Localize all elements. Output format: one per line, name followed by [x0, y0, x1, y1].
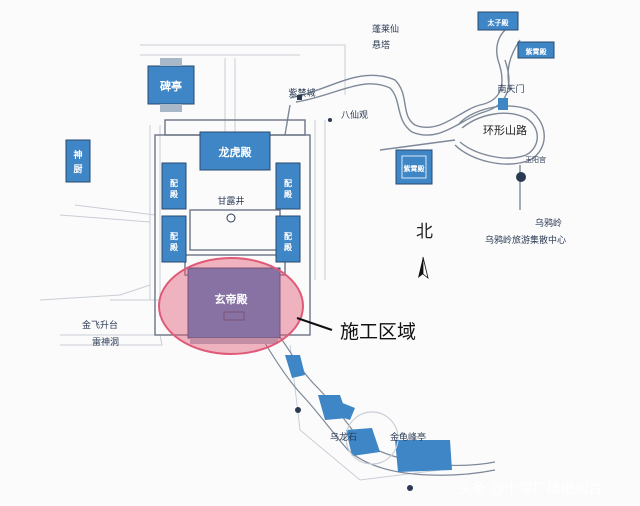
construction-highlight [158, 257, 304, 355]
longhu-label: 龙虎殿 [218, 145, 253, 159]
background-outlines [39, 44, 441, 481]
peidian-left-1-label-2: 殿 [169, 189, 179, 199]
right-small-label: 紫霄殿 [404, 164, 426, 173]
watermark: 头条 @十堰广播电视台 [458, 480, 602, 497]
building-peidian-right-2 [275, 215, 301, 263]
ferry1-label: 乌鸦岭 [535, 217, 562, 229]
markers [295, 95, 413, 491]
upper-mid-label: 蓬莱仙 [372, 23, 399, 35]
gate-small [498, 98, 508, 110]
building-top-2 [517, 41, 555, 59]
peidian-right-2-label: 配 [284, 232, 292, 241]
pa-label: 八仙观 [341, 109, 368, 121]
top-2-label: 紫霄殿 [526, 47, 548, 56]
top-1-label: 太子殿 [488, 18, 510, 27]
building-peidian-left-2 [161, 215, 187, 263]
xuandi-label: 玄帝殿 [215, 292, 249, 306]
left-place-1-label: 金飞升台 [82, 319, 118, 331]
tianmen-label: 南天门 [497, 83, 524, 95]
building-shenku [65, 139, 91, 183]
lower-path-segments [285, 355, 452, 472]
peidian-right-1-label-2: 殿 [283, 189, 293, 199]
building-longhu [199, 131, 271, 171]
peidian-left-1-label: 配 [170, 179, 178, 188]
north-label: 北 [416, 222, 433, 242]
place-labels: 甘露井 南天门 环形山路 紫禁城 八仙观 玉阳宫 乌鸦岭 乌鸦岭旅游集散中心 金… [82, 23, 566, 443]
building-peidian-right-1 [275, 162, 301, 210]
building-xuandi [187, 267, 281, 339]
shenku-label-2: 厨 [73, 164, 82, 175]
north-arrow-icon [418, 256, 429, 280]
ganlujing-label: 甘露井 [217, 195, 244, 207]
buildings: 碑亭 神 厨 龙虎殿 配 殿 配 殿 配 殿 配 殿 紫霄殿 太子殿 紫霄殿 [65, 11, 555, 344]
peidian-right-2-label-2: 殿 [283, 242, 293, 252]
shenku-label: 神 [73, 149, 82, 161]
ferry2-label: 乌鸦岭旅游集散中心 [485, 234, 566, 246]
construction-pointer [296, 317, 333, 331]
building-beiting [147, 65, 195, 105]
peidian-left-2-label-2: 殿 [169, 242, 179, 252]
construction-label: 施工区域 [340, 321, 416, 343]
peidian-left-2-label: 配 [170, 232, 178, 241]
building-top-1 [477, 11, 519, 31]
beiting-label: 碑亭 [159, 79, 182, 93]
huanxing-label: 环形山路 [483, 124, 527, 137]
left-place-2-label: 雷神洞 [92, 336, 119, 348]
yulu-label: 玉阳宫 [525, 155, 546, 164]
peidian-right-1-label: 配 [284, 179, 292, 188]
upper-mid-2-label: 悬塔 [372, 39, 390, 51]
bottom-left-label: 乌龙石 [330, 431, 357, 443]
lower-circle [345, 411, 399, 465]
gate-left-label: 紫禁城 [288, 88, 315, 99]
building-peidian-left-1 [161, 162, 187, 210]
bottom-mid-label: 金龟峰亭 [390, 431, 426, 443]
